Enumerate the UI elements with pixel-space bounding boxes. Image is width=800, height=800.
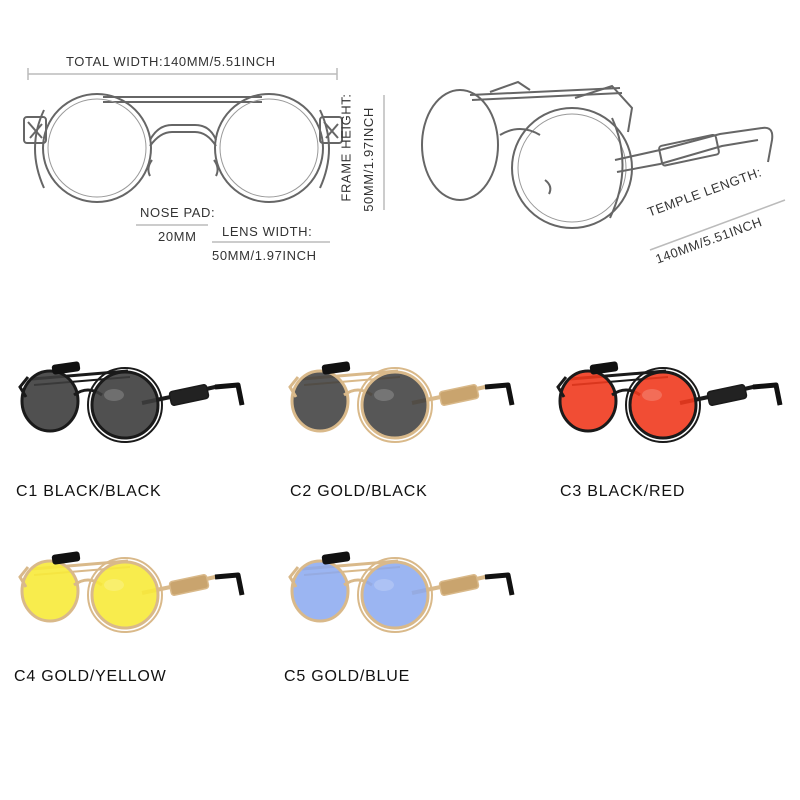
lens-width-value: 50MM/1.97INCH	[212, 248, 317, 263]
lens-width-label: LENS WIDTH:	[222, 224, 313, 239]
variant-label-3: C3 BLACK/RED	[560, 483, 686, 500]
variant-label-5: C5 GOLD/BLUE	[284, 668, 411, 685]
total-width-label: TOTAL WIDTH:140MM/5.51INCH	[66, 54, 276, 69]
sunglasses-image-5	[288, 551, 515, 633]
variant-label-1: C1 BLACK/BLACK	[16, 483, 162, 500]
sunglasses-image-2	[288, 361, 515, 443]
sunglasses-image-3	[556, 361, 783, 443]
sunglasses-image-4	[18, 551, 245, 633]
frame-height-label: FRAME HEIGHT:	[338, 93, 354, 202]
frame-height-value: 50MM/1.97INCH	[360, 107, 376, 212]
sunglasses-image-1	[18, 361, 245, 443]
nose-pad-label: NOSE PAD:	[140, 205, 216, 220]
variant-label-4: C4 GOLD/YELLOW	[14, 668, 167, 685]
variant-label-2: C2 GOLD/BLACK	[290, 483, 428, 500]
nose-pad-value: 20MM	[158, 229, 197, 244]
